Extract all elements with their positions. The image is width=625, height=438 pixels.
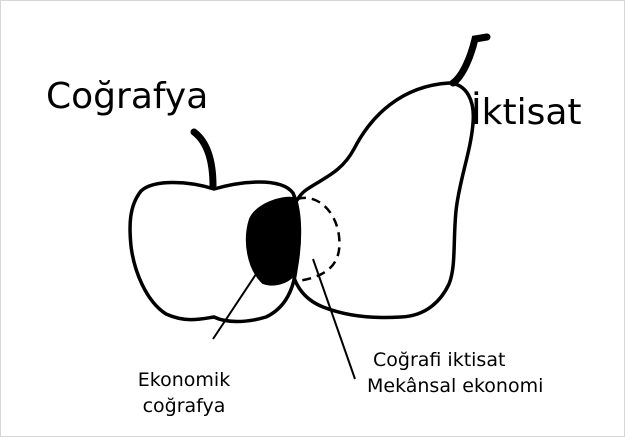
- label-economic-geography-line1: Ekonomik: [125, 368, 243, 393]
- label-geographic-economics-line2: Mekânsal ekonomi: [367, 374, 543, 399]
- label-geographic-economics-line1: Coğrafi iktisat: [373, 348, 505, 373]
- apple-stem: [194, 132, 213, 186]
- pointer-economic-geography: [213, 244, 276, 339]
- label-economics: İktisat: [471, 93, 582, 133]
- pear-stem: [453, 37, 487, 83]
- label-geography: Coğrafya: [46, 77, 208, 117]
- pointer-geographic-economics: [313, 259, 355, 379]
- overlap-geographic-economics-dashed: [297, 198, 339, 281]
- label-economic-geography-line2: coğrafya: [125, 394, 243, 419]
